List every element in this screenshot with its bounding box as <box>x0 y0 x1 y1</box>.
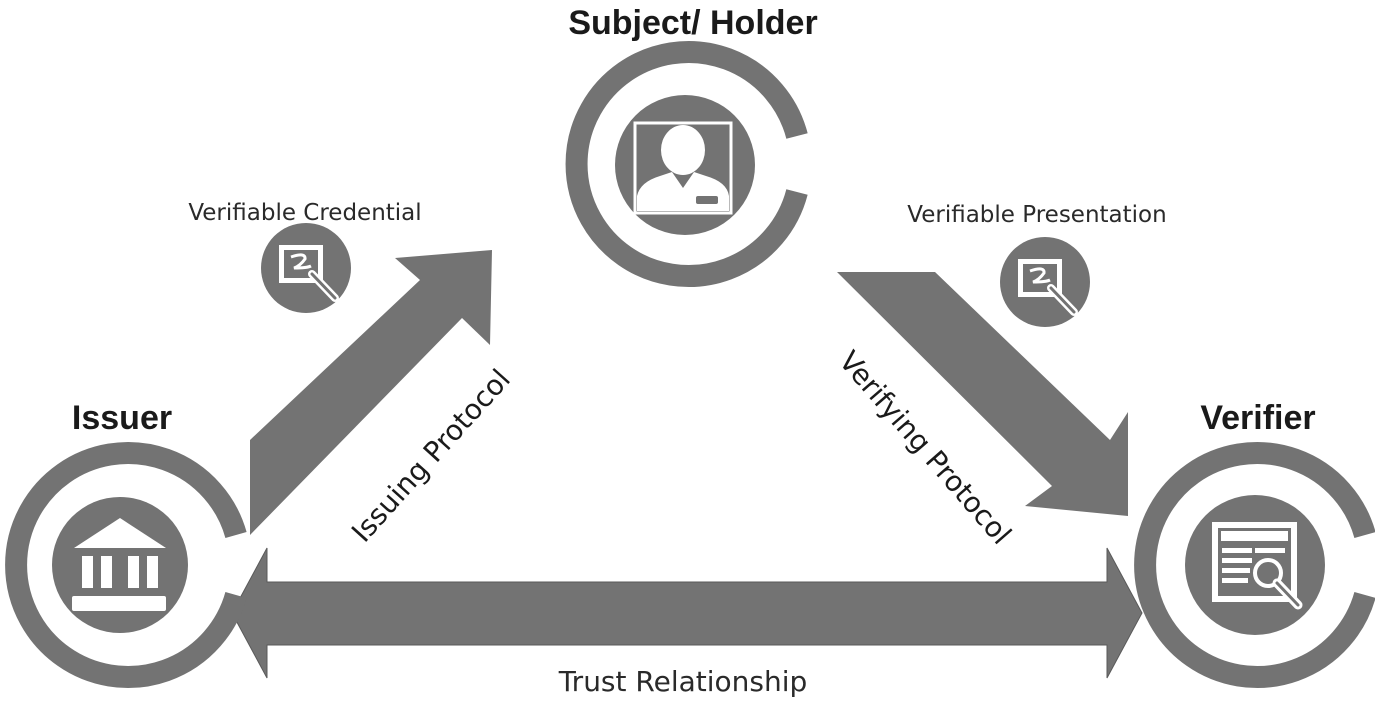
signed-document-icon <box>1018 259 1078 316</box>
signed-document-icon <box>279 245 339 302</box>
person-portrait-icon <box>633 121 733 215</box>
issuer-label: Issuer <box>72 399 172 437</box>
holder-label: Subject/ Holder <box>568 4 817 42</box>
document-search-icon <box>1212 522 1303 610</box>
trust-relationship-arrow <box>231 547 1143 679</box>
trust-relationship-label: Trust Relationship <box>558 665 808 698</box>
verifier-ring <box>1134 442 1375 688</box>
issuer-ring <box>5 442 247 688</box>
issuer-node <box>5 442 247 688</box>
presentation-label: Verifiable Presentation <box>907 202 1166 228</box>
holder-ring <box>565 41 808 287</box>
credential-badge <box>261 223 351 313</box>
verifier-node <box>1134 442 1375 688</box>
holder-node <box>565 41 808 287</box>
bank-building-icon <box>72 518 166 611</box>
credential-label: Verifiable Credential <box>188 200 421 226</box>
issuing-arrow <box>250 250 492 535</box>
presentation-badge <box>1000 237 1090 327</box>
verifying-arrow <box>837 272 1128 516</box>
verifier-label: Verifier <box>1200 399 1315 437</box>
